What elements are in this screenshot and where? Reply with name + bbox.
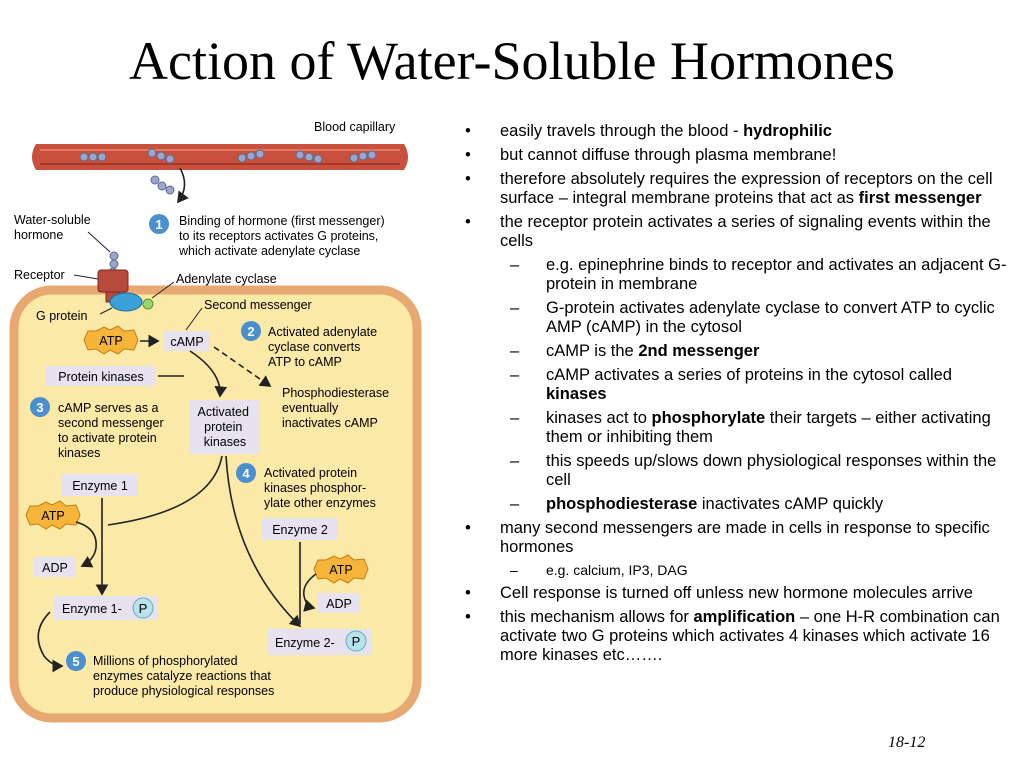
sub-bullet-item: –e.g. epinephrine binds to receptor and … (510, 256, 1007, 293)
bullet-item: •this mechanism allows for amplification… (465, 608, 1000, 664)
svg-text:1: 1 (155, 217, 162, 232)
svg-text:P: P (139, 601, 148, 616)
adenylate-cyclase-shape (142, 298, 154, 310)
receptor-label: Receptor (14, 268, 65, 282)
slide-number: 18-12 (888, 734, 926, 751)
bullet-item: •easily travels through the blood - hydr… (465, 122, 832, 140)
step-4-circle (236, 463, 256, 483)
svg-text:ADP: ADP (326, 597, 352, 611)
step-1-circle (149, 214, 169, 234)
step-3-text: cAMP serves as a second messenger to act… (58, 401, 167, 460)
svg-text:ATP: ATP (41, 509, 64, 523)
phosphate-2 (345, 630, 367, 652)
sub-bullet-item: –phosphodiesterase inactivates cAMP quic… (510, 495, 884, 513)
protein-kinases-box (46, 366, 156, 386)
svg-text:Activated protein kina: Activated protein kinases (198, 405, 253, 449)
svg-text:3: 3 (36, 400, 43, 415)
svg-text:ATP: ATP (99, 334, 122, 348)
water-soluble-hormone-label: Water-soluble hormone (14, 213, 94, 242)
sub-bullet-item: –cAMP is the 2nd messenger (510, 342, 760, 360)
bullet-item: •many second messengers are made in cell… (465, 519, 990, 556)
blood-capillary-label: Blood capillary (314, 120, 396, 134)
svg-text:Protein kinases: Protein kinases (58, 370, 143, 384)
adenylate-cyclase-label: Adenylate cyclase (176, 272, 277, 286)
receptor-shape (97, 269, 129, 293)
step-4-text: Activated protein kinases phosphor- ylat… (264, 466, 376, 510)
svg-text:Enzyme 1-: Enzyme 1- (62, 602, 122, 616)
atp-star-2 (25, 500, 81, 530)
step-3-circle (30, 397, 50, 417)
step-5-circle (66, 651, 86, 671)
second-messenger-label: Second messenger (204, 298, 312, 312)
bullet-item: •Cell response is turned off unless new … (465, 584, 973, 602)
g-protein-shape (109, 292, 143, 312)
svg-text:2: 2 (247, 324, 254, 339)
svg-text:ADP: ADP (42, 561, 68, 575)
g-protein-label: G protein (36, 309, 87, 323)
atp-star-3 (313, 554, 369, 584)
step-5-text: Millions of phosphorylated enzymes catal… (93, 654, 274, 698)
sub-bullet-item: –cAMP activates a series of proteins in … (510, 366, 952, 403)
enzyme-2-box (262, 518, 338, 540)
atp-star-1 (83, 325, 139, 355)
hormone-action-diagram: Blood capillary 1 Binding of hormone (fi… (9, 120, 422, 723)
adp-box-1 (34, 557, 76, 577)
bullet-item: •therefore absolutely requires the expre… (465, 170, 993, 207)
svg-text:Enzyme 2: Enzyme 2 (272, 523, 328, 537)
svg-text:ATP: ATP (329, 563, 352, 577)
svg-text:4: 4 (242, 466, 250, 481)
phosphodiesterase-label: Phosphodiesterase eventually inactivates… (282, 386, 393, 430)
bullet-list: •easily travels through the blood - hydr… (462, 122, 1017, 670)
sub-bullet-item: –this speeds up/slows down physiological… (510, 452, 997, 489)
bullet-item: •the receptor protein activates a series… (465, 213, 991, 250)
svg-text:Enzyme 1: Enzyme 1 (72, 479, 128, 493)
sub-bullet-item: –G-protein activates adenylate cyclase t… (510, 299, 995, 336)
svg-text:cAMP: cAMP (170, 335, 203, 349)
bullet-item: •but cannot diffuse through plasma membr… (465, 146, 837, 164)
sub-bullet-item: –kinases act to phosphorylate their targ… (510, 409, 991, 446)
phosphate-1 (132, 597, 154, 619)
adp-box-2 (318, 593, 360, 613)
svg-text:Enzyme 2-: Enzyme 2- (275, 636, 335, 650)
enzyme-1-box (62, 474, 138, 496)
svg-text:5: 5 (72, 654, 79, 669)
svg-text:P: P (352, 634, 361, 649)
sub-bullet-item: –e.g. calcium, IP3, DAG (510, 562, 688, 578)
step-1-text: Binding of hormone (first messenger) to … (178, 214, 388, 258)
slide-title: Action of Water-Soluble Hormones (129, 31, 895, 91)
step-2-circle (241, 321, 261, 341)
activated-protein-kinases-box (190, 400, 260, 454)
camp-box (164, 331, 210, 351)
hormone-molecules-in-blood (79, 148, 377, 164)
step-2-text: Activated adenylate cyclase converts ATP… (268, 325, 381, 369)
